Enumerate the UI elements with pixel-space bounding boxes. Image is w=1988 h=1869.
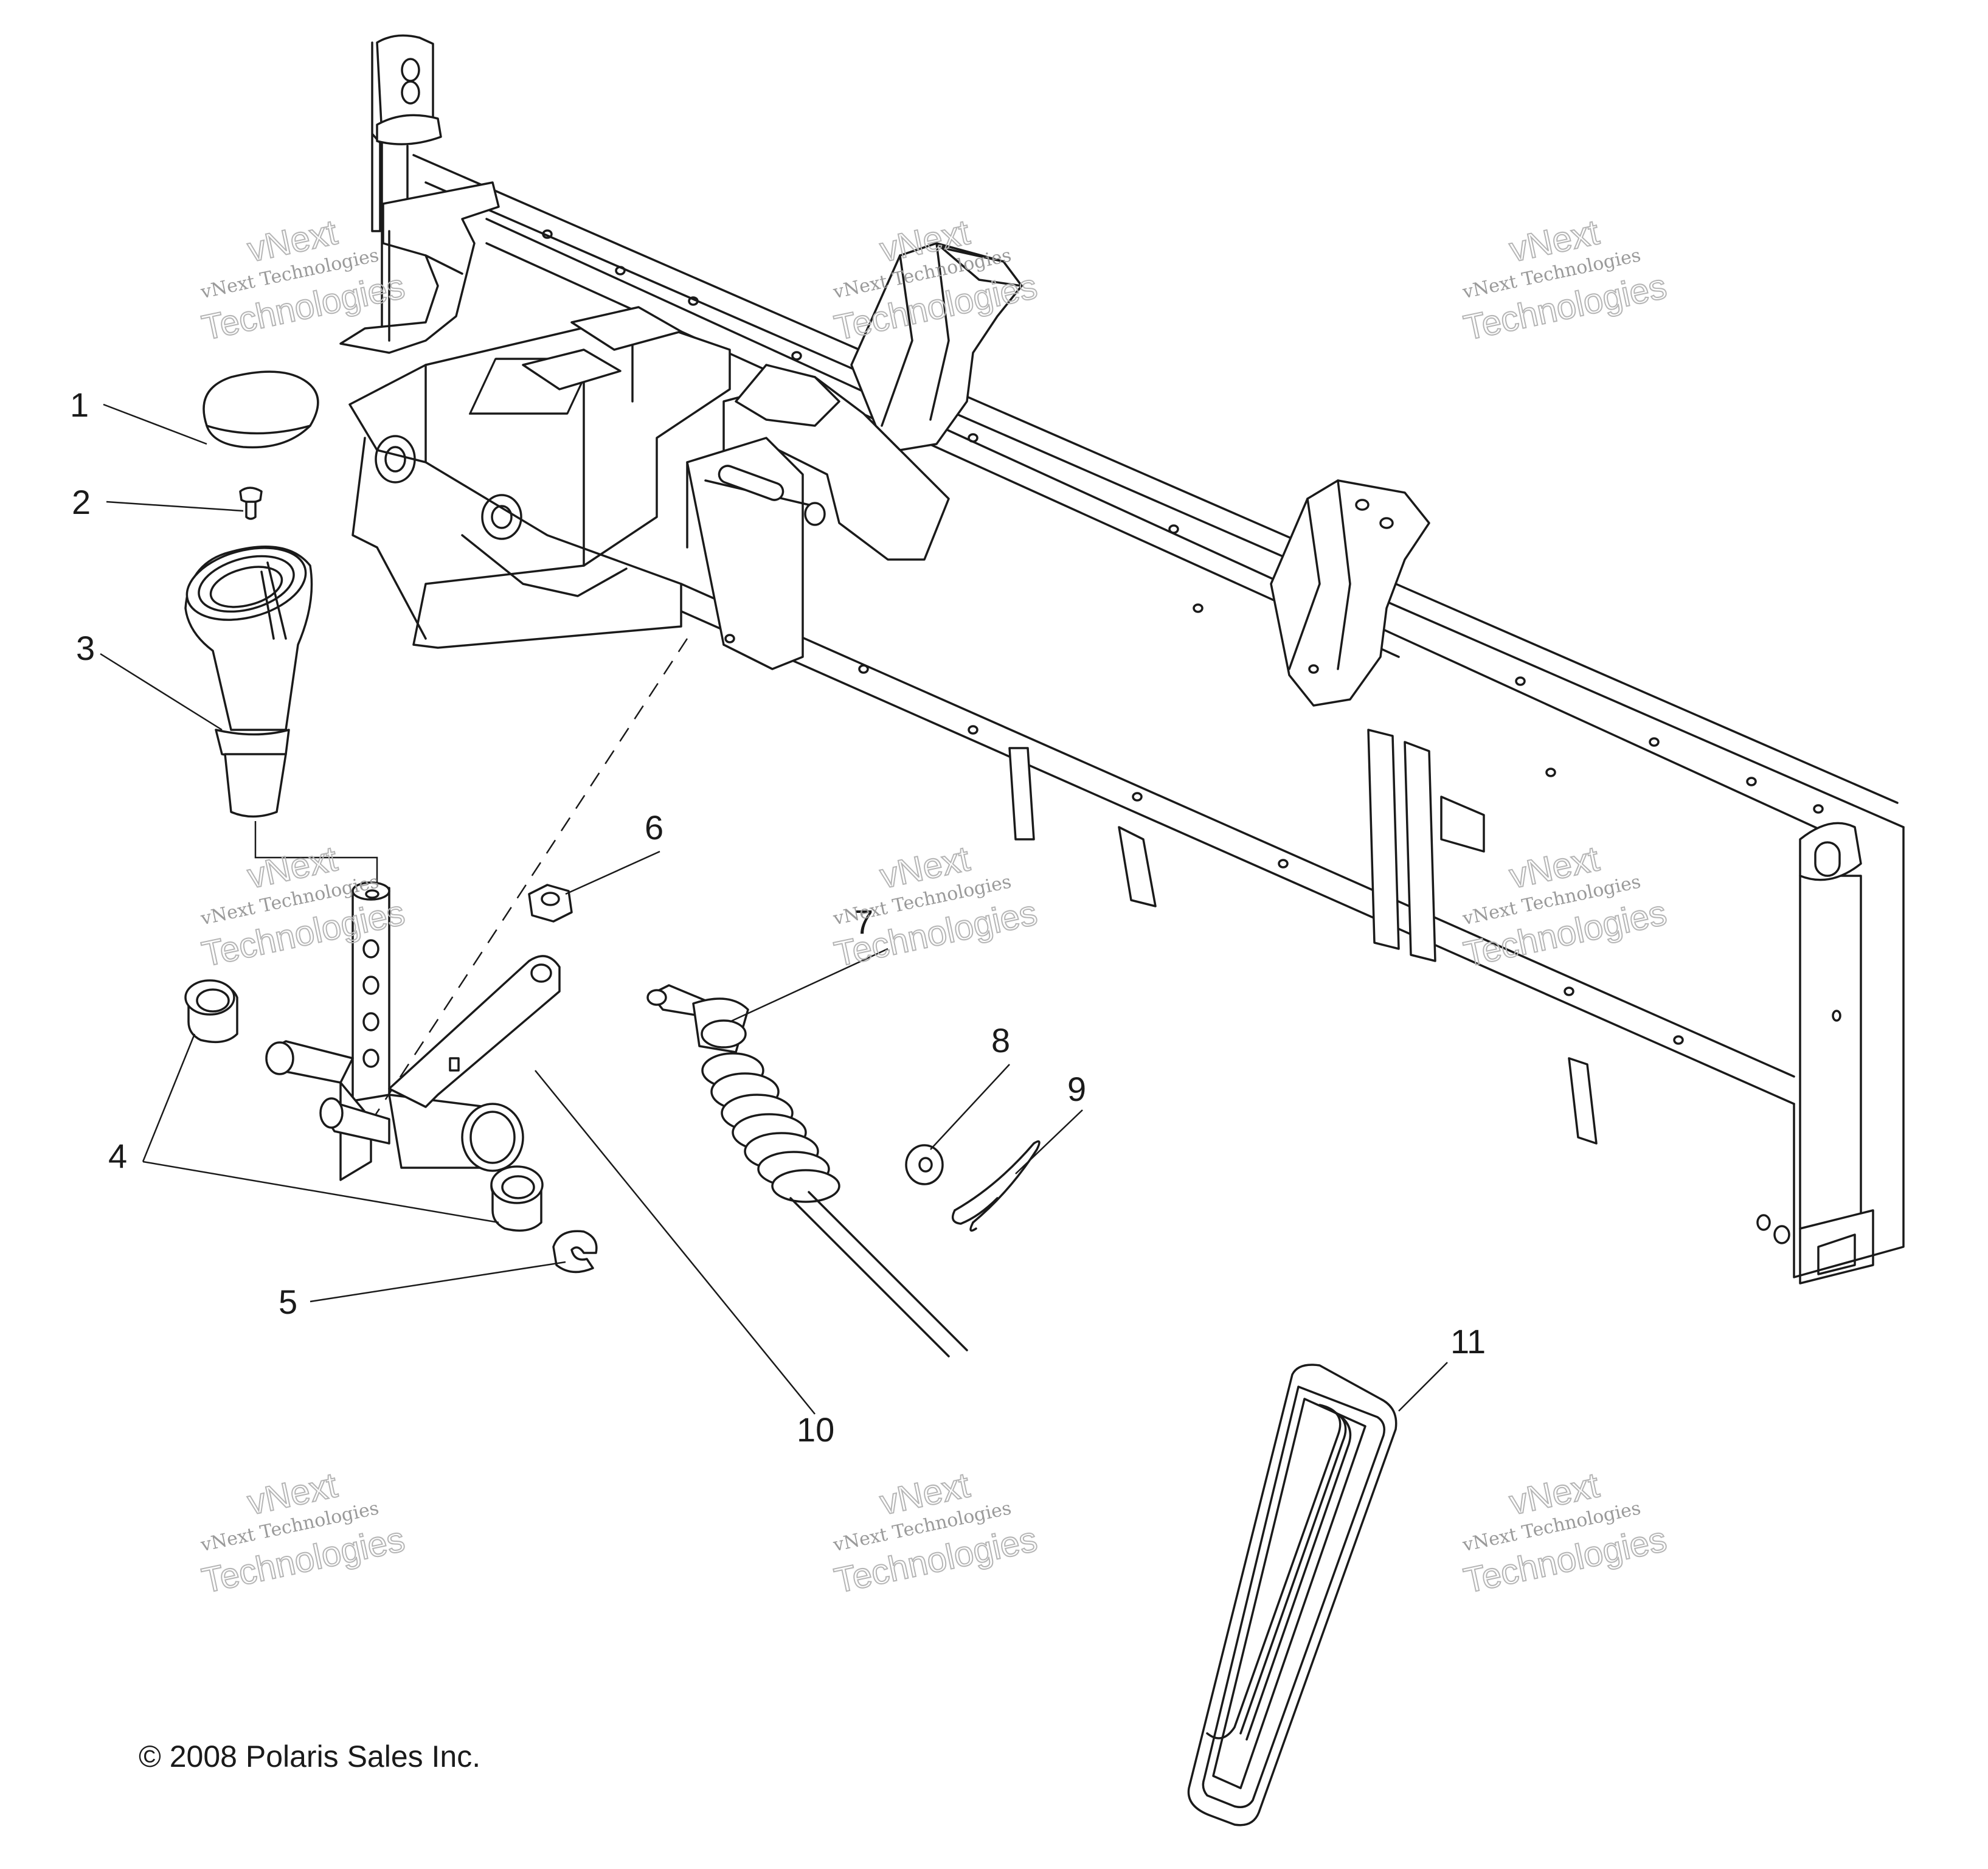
cable-boot-bellows	[701, 1052, 840, 1203]
part-9-hair-pin	[951, 1140, 1041, 1232]
watermark: vNext vNext Technologies Technologies	[830, 1465, 1041, 1601]
part-2-screw	[239, 487, 263, 520]
frame-left-post	[371, 41, 381, 232]
leader-lines	[100, 403, 1448, 1415]
frame-right-post	[1799, 875, 1862, 1230]
part-1-cap	[203, 370, 319, 449]
watermark: vNext vNext Technologies Technologies	[1460, 212, 1671, 348]
callout-9: 9	[1067, 1070, 1086, 1108]
part-4-bushings	[184, 979, 544, 1232]
frame-seat-bracket-0	[735, 364, 840, 427]
frame-cross-member-2	[1367, 729, 1400, 950]
frame-main-beam-lower	[680, 583, 1795, 1105]
callout-labels: 1 2 3 4 5 6 7 8 9 10 11	[70, 386, 1486, 1449]
part-6-nut	[528, 884, 573, 923]
part-7-shift-cable	[646, 984, 968, 1358]
callout-1: 1	[70, 386, 89, 424]
frame-seat-bracket-1	[850, 242, 1023, 451]
callout-3: 3	[76, 629, 95, 667]
callout-10: 10	[797, 1410, 834, 1449]
callout-11: 11	[1450, 1322, 1486, 1361]
part-8-washer	[905, 1144, 944, 1185]
callout-7: 7	[854, 903, 873, 941]
part-5-eclip	[552, 1230, 598, 1274]
watermark: vNext vNext Technologies Technologies	[830, 838, 1041, 975]
part-11-seal-boot	[1187, 1364, 1397, 1826]
frame-front-box	[348, 315, 731, 649]
frame-cross-member-1	[1008, 747, 1035, 841]
watermark: vNext vNext Technologies Technologies	[830, 212, 1041, 348]
part-10-shift-lever	[265, 881, 561, 1181]
watermark: vNext vNext Technologies Technologies	[198, 1465, 409, 1601]
frame-main-beam-upper	[412, 154, 1905, 828]
frame-left-wing	[339, 181, 500, 354]
callout-6: 6	[645, 808, 663, 847]
part-3-shift-boot	[184, 546, 378, 888]
frame-cross-member-3	[1568, 1057, 1598, 1145]
frame-assembly	[339, 34, 1905, 1285]
callout-4: 4	[108, 1137, 127, 1175]
callout-8: 8	[991, 1021, 1010, 1059]
copyright-notice: © 2008 Polaris Sales Inc.	[139, 1739, 480, 1774]
callout-2: 2	[72, 483, 91, 521]
frame-holes	[542, 229, 1824, 1045]
watermark: vNext vNext Technologies Technologies	[1460, 1465, 1671, 1601]
assembly-dashed-line	[352, 638, 688, 1150]
frame-seat-bracket-2	[1270, 479, 1430, 707]
callout-5: 5	[279, 1283, 297, 1321]
